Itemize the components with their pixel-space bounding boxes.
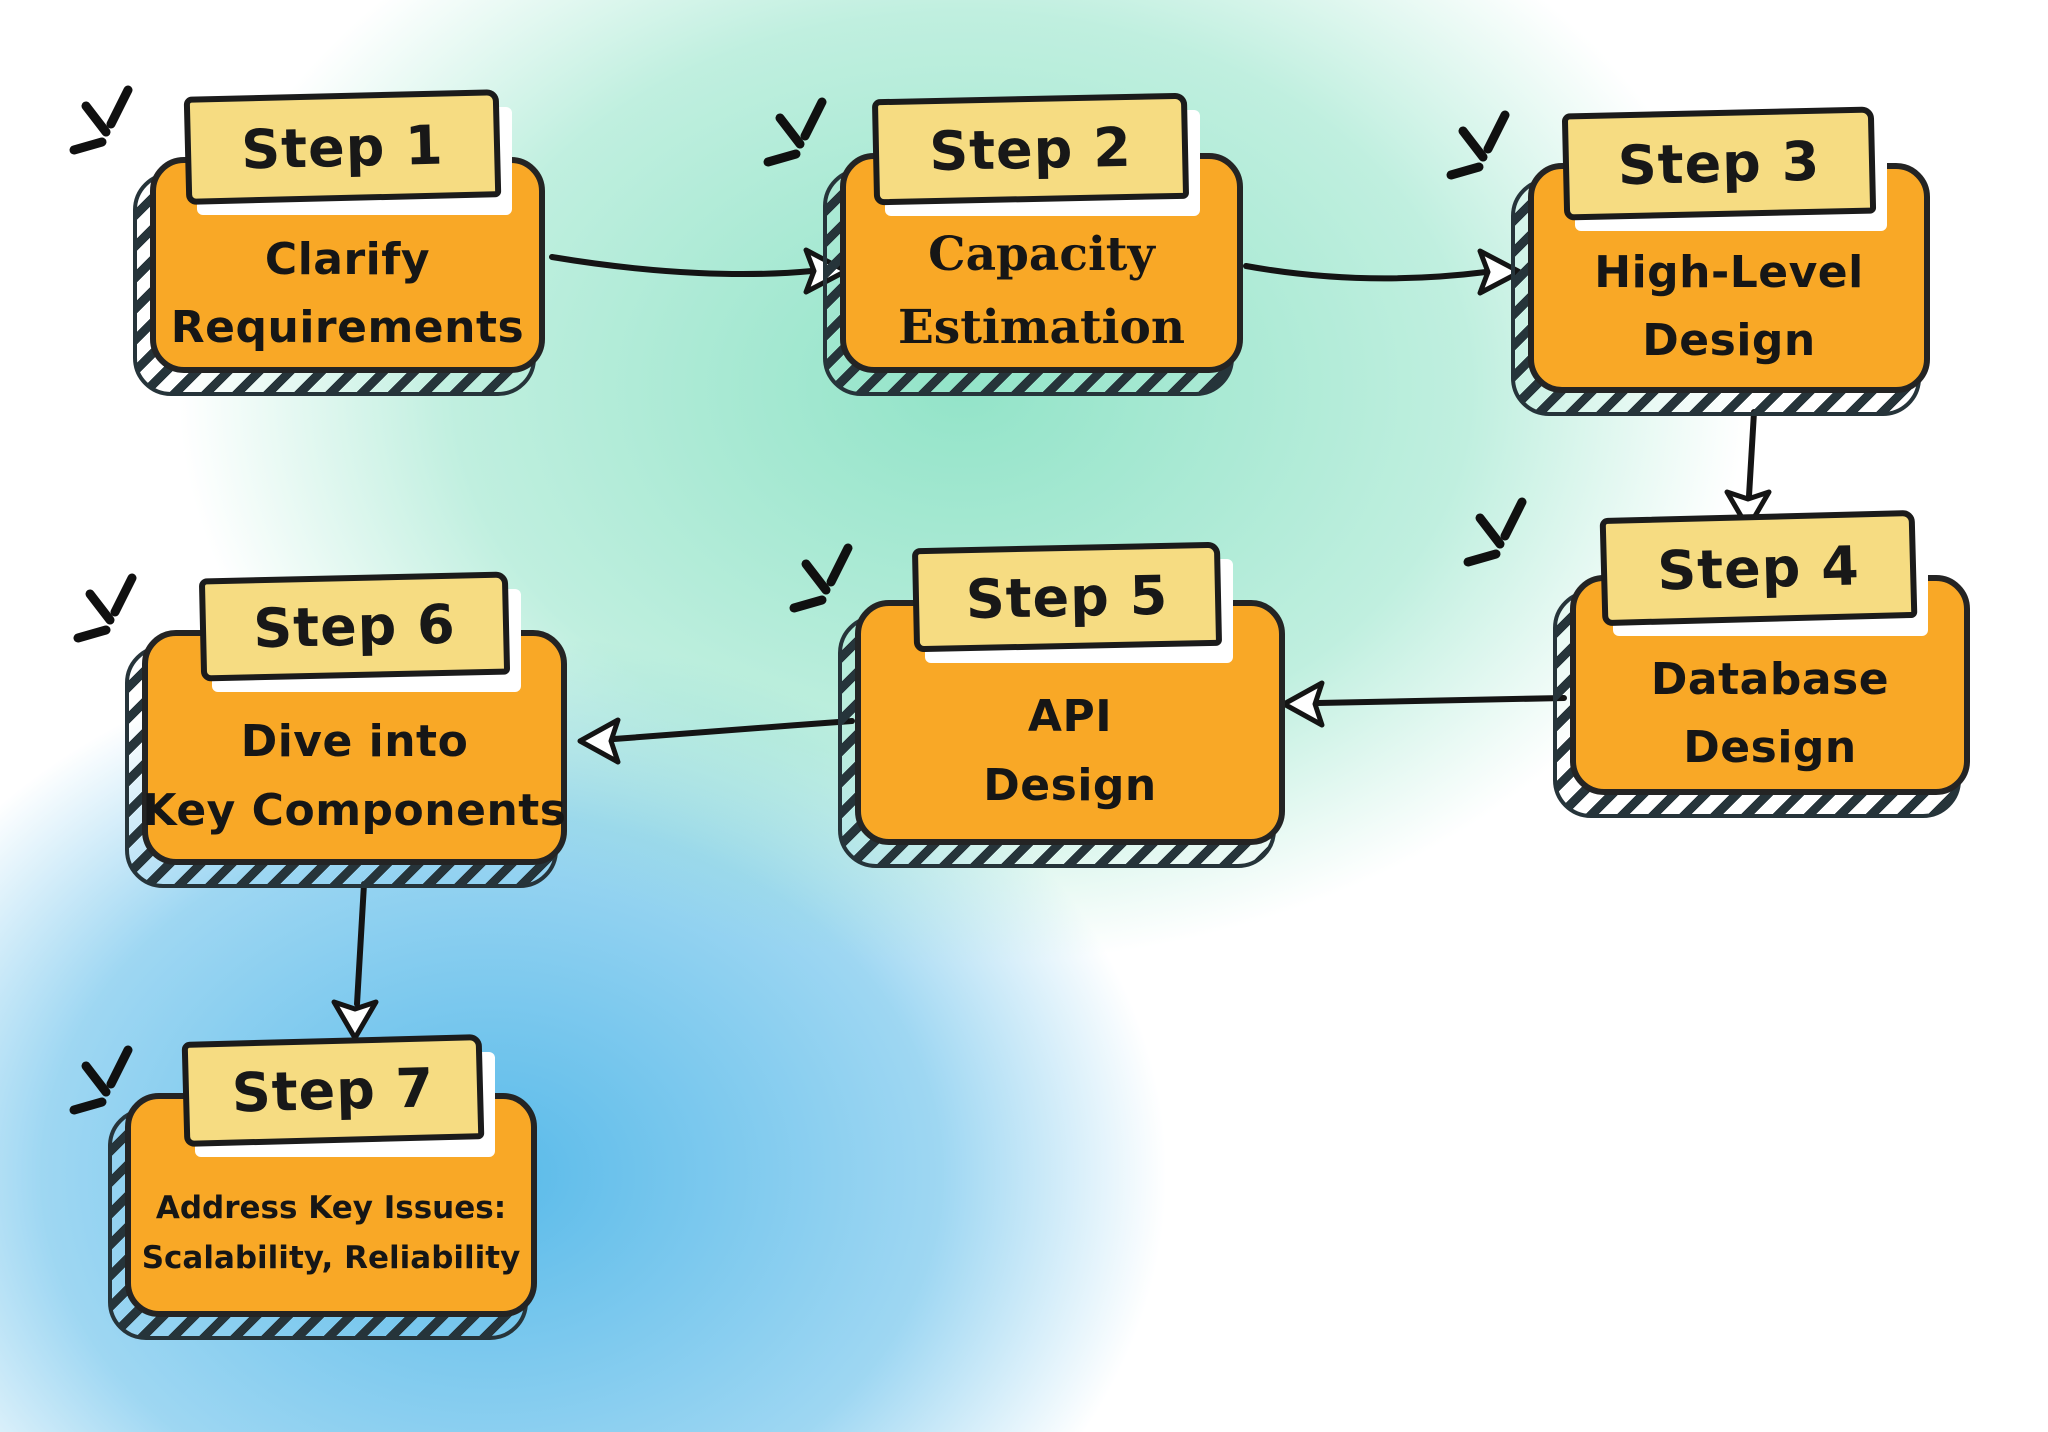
step-badge-label: Step 5: [965, 563, 1169, 631]
arrow-step5-to-step6-line: [611, 718, 855, 742]
step-text-line: Clarify: [264, 233, 431, 285]
emphasis-burst-icon: [763, 97, 827, 167]
step-text-line: Design: [983, 759, 1157, 811]
step-text-line: API: [1027, 691, 1113, 743]
step-text-line: Address Key Issues:: [155, 1190, 507, 1227]
emphasis-burst-icon: [789, 543, 853, 613]
emphasis-burst-icon: [1463, 497, 1527, 567]
arrow-step3-to-step4-head: [1724, 489, 1772, 531]
step-text-line: Capacity: [928, 227, 1155, 283]
step-badge-label: Step 2: [928, 115, 1133, 183]
step-badge: Step 4: [1599, 509, 1918, 627]
step-text-line: Design: [1642, 315, 1816, 366]
arrow-step5-to-step6-head: [577, 717, 621, 765]
emphasis-burst-icon: [1446, 110, 1510, 180]
step-badge: Step 3: [1561, 106, 1877, 221]
step-badge: Step 1: [183, 89, 502, 205]
arrow-step3-to-step4-line: [1746, 409, 1757, 499]
step-text-line: Design: [1683, 722, 1857, 773]
arrow-step2-to-step3-line: [1243, 263, 1489, 282]
step-badge-label: Step 7: [231, 1056, 435, 1125]
step-badge: Step 5: [911, 541, 1223, 653]
step-badge: Step 2: [871, 92, 1190, 206]
step-text-line: Database: [1650, 653, 1890, 705]
step-text-line: Key Components: [142, 784, 567, 836]
step-text-line: Dive into: [240, 716, 469, 768]
step-text-line: Scalability, Reliability: [141, 1240, 521, 1276]
emphasis-burst-icon: [69, 85, 133, 155]
step-text-line: High-Level: [1594, 246, 1864, 298]
step-text-line: Estimation: [897, 300, 1186, 355]
arrow-step2-to-step3-head: [1477, 248, 1523, 296]
step-badge-label: Step 6: [252, 592, 457, 661]
emphasis-burst-icon: [73, 573, 137, 643]
step-badge-label: Step 3: [1617, 129, 1821, 198]
step-badge: Step 6: [198, 571, 511, 682]
step-badge-label: Step 4: [1656, 533, 1861, 603]
arrow-step4-to-step5-head: [1281, 680, 1325, 728]
arrow-step1-to-step2-line: [549, 254, 815, 278]
arrow-step6-to-step7-line: [354, 881, 367, 1007]
arrow-step6-to-step7-head: [331, 999, 379, 1041]
step-badge-label: Step 1: [240, 113, 445, 181]
emphasis-burst-icon: [69, 1045, 133, 1115]
arrow-step4-to-step5-line: [1315, 695, 1567, 706]
step-badge: Step 7: [181, 1034, 485, 1147]
step-text-line: Requirements: [170, 302, 525, 353]
